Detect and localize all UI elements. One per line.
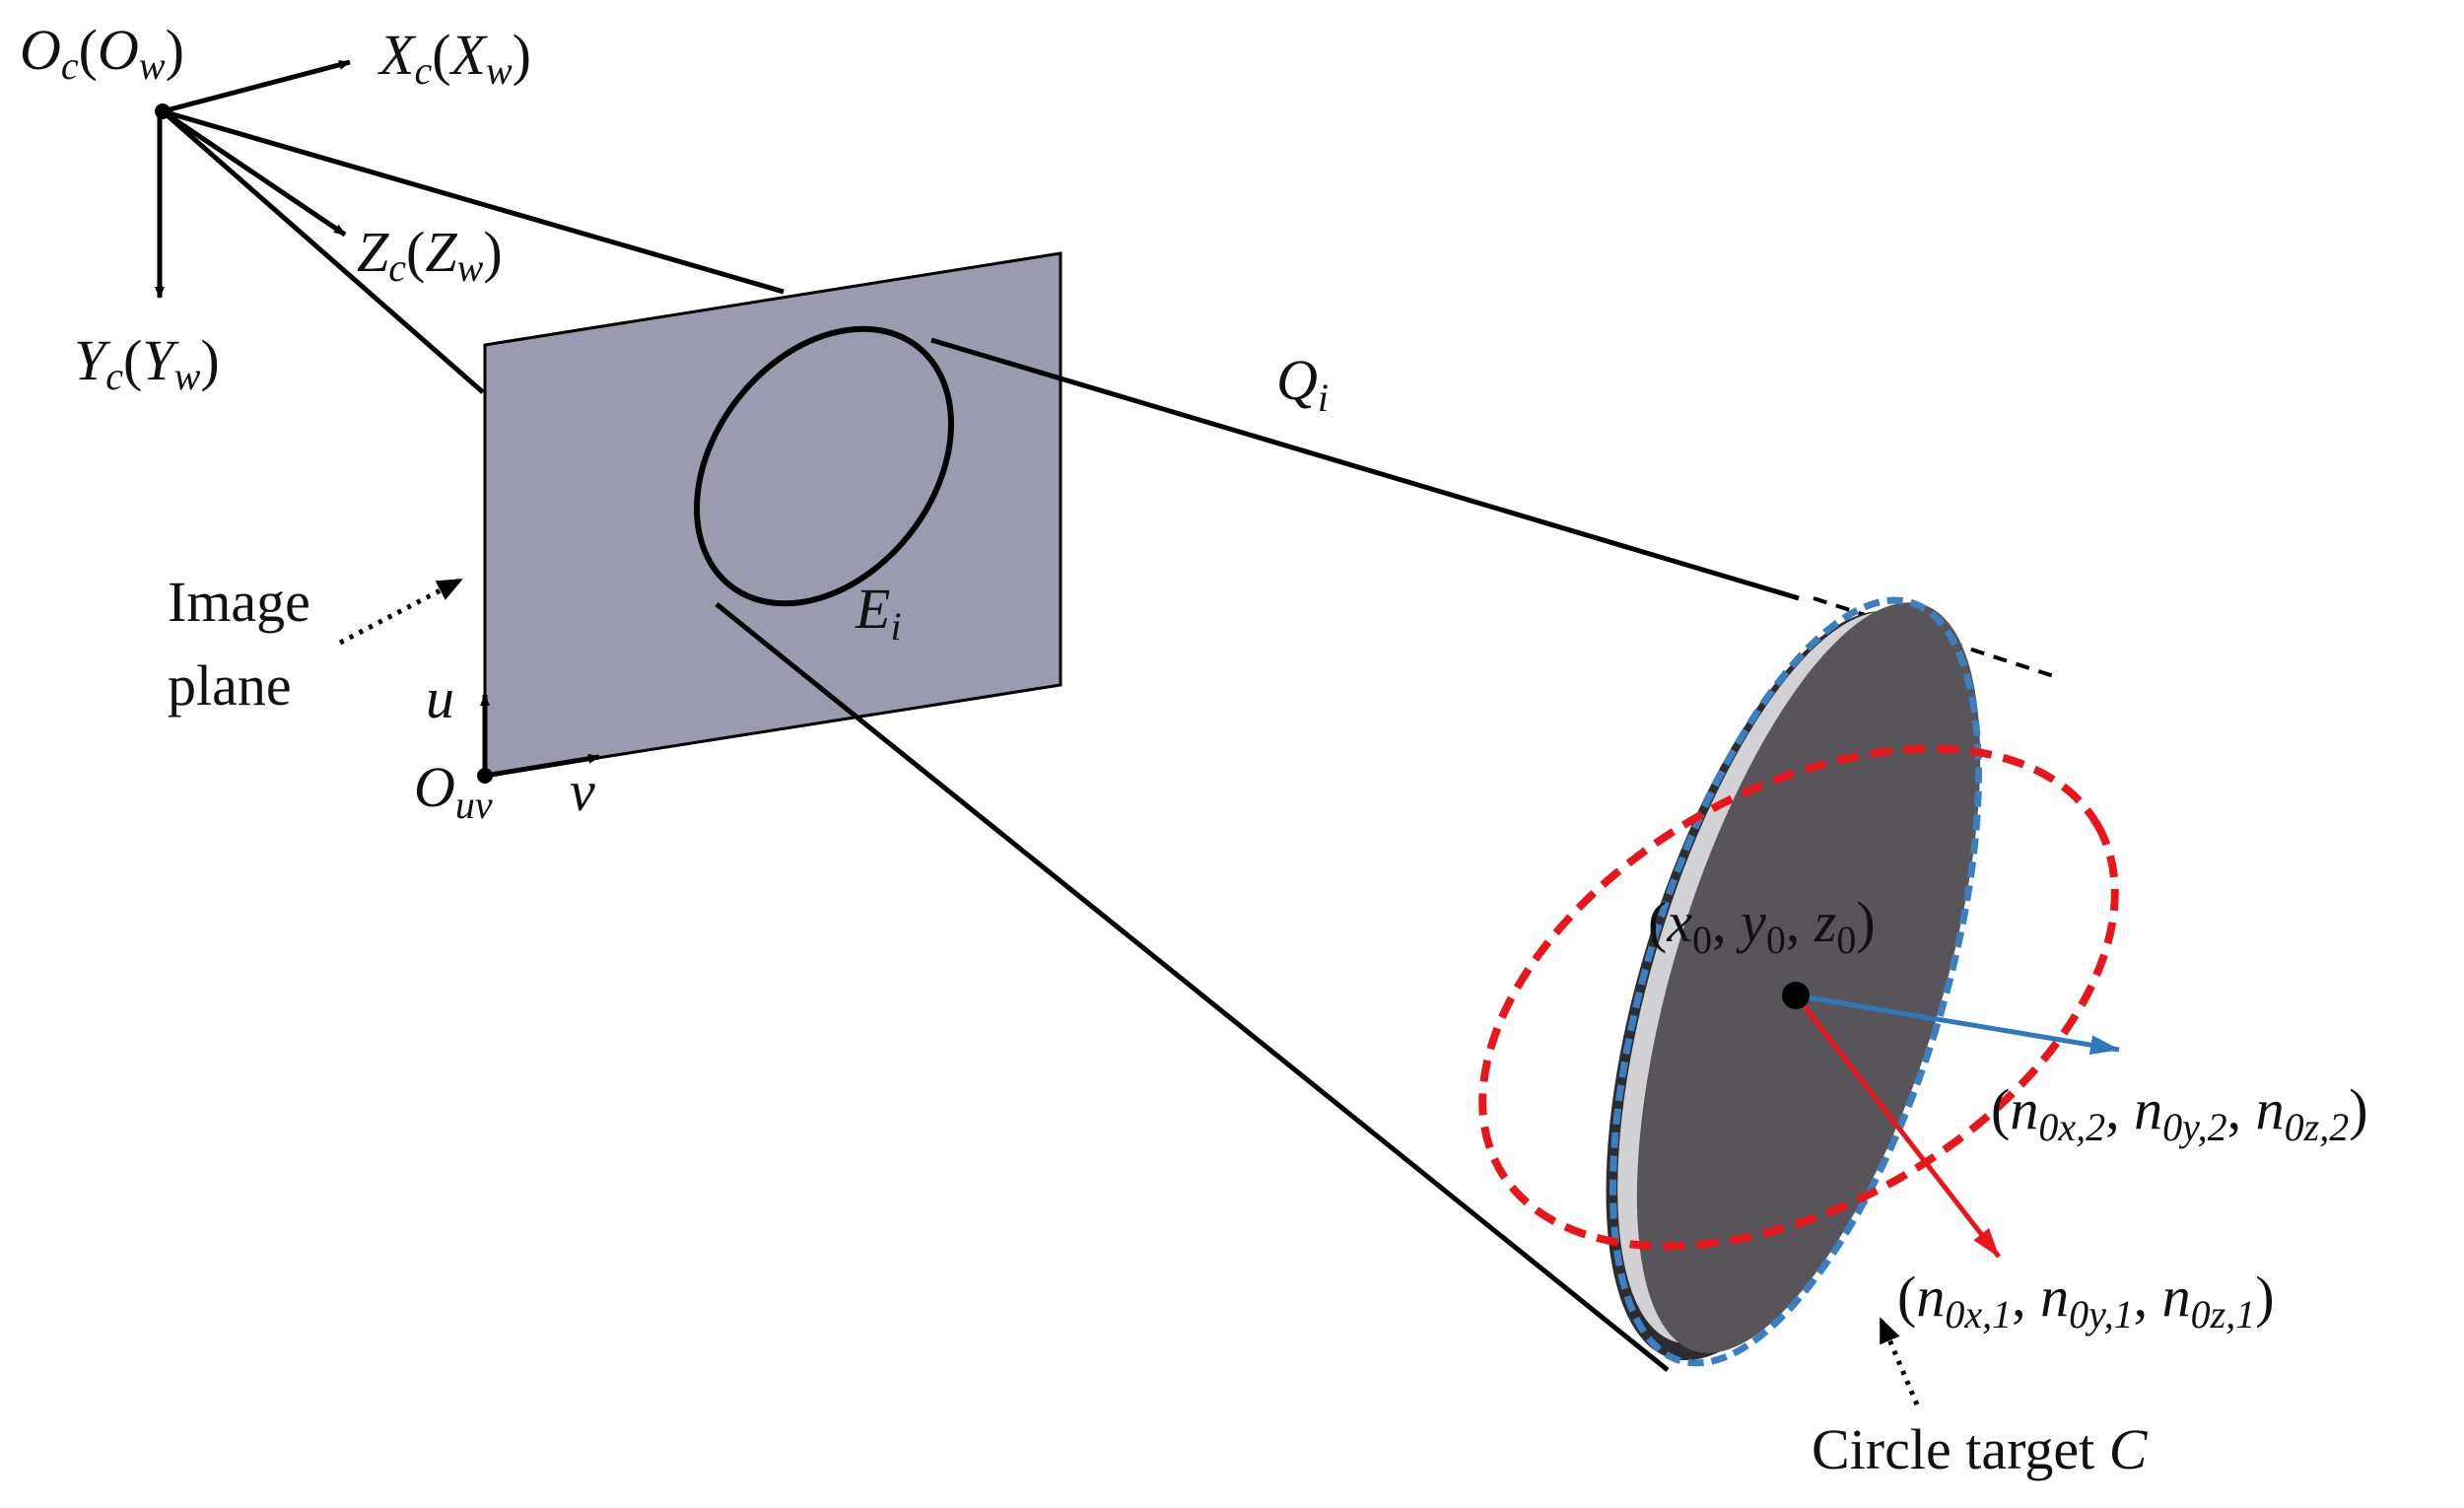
normal-vector-1	[1794, 994, 2001, 1259]
image-plane-label-line2: plane	[168, 653, 292, 718]
image-ellipse-label: Ei	[855, 577, 902, 649]
target-center-dot	[1782, 982, 1810, 1009]
image-plane-pointer	[338, 577, 463, 646]
image-ellipse	[694, 325, 954, 607]
image-plane	[483, 251, 1062, 778]
target-center-label: (x0, y0, z0)	[1648, 890, 1876, 962]
projection-line-upper	[162, 108, 785, 295]
cone-line-upper	[930, 337, 1800, 601]
normal-1-label: (n0x,1, n0y,1, n0z,1)	[1897, 1265, 2275, 1337]
y-axis-label: Yc(Yw)	[74, 328, 220, 398]
target-disk-outline	[1609, 596, 1982, 1367]
circle-target-label: Circle target C	[1812, 1417, 2149, 1481]
u-axis-label: u	[426, 666, 454, 730]
uv-origin-label: Ouv	[414, 755, 493, 827]
uv-origin-dot	[477, 768, 493, 784]
projection-line-lower	[161, 109, 485, 394]
x-axis-label: Xc(Xw)	[377, 23, 531, 93]
z-axis-arrow	[161, 108, 347, 238]
x-axis-arrow	[162, 59, 351, 114]
z-axis-label: Zc(Zw)	[357, 220, 503, 290]
image-plane-label-line1: Image	[168, 570, 310, 634]
ambiguous-circle-ellipse	[1478, 744, 2119, 1251]
target-disk-face	[1636, 602, 1981, 1353]
origin-label: Oc(Ow)	[20, 18, 184, 88]
normal-vector-2	[1795, 993, 2120, 1056]
v-axis-arrow	[484, 753, 600, 779]
v-axis-label: v	[570, 759, 595, 823]
normal-2-label: (n0x,2, n0y,2, n0z,2)	[1991, 1077, 2368, 1149]
optical-center-dot	[155, 103, 171, 119]
cone-label: Qi	[1276, 348, 1329, 420]
target-pointer	[1878, 1317, 1920, 1405]
cone-line-lower	[715, 602, 1670, 1372]
